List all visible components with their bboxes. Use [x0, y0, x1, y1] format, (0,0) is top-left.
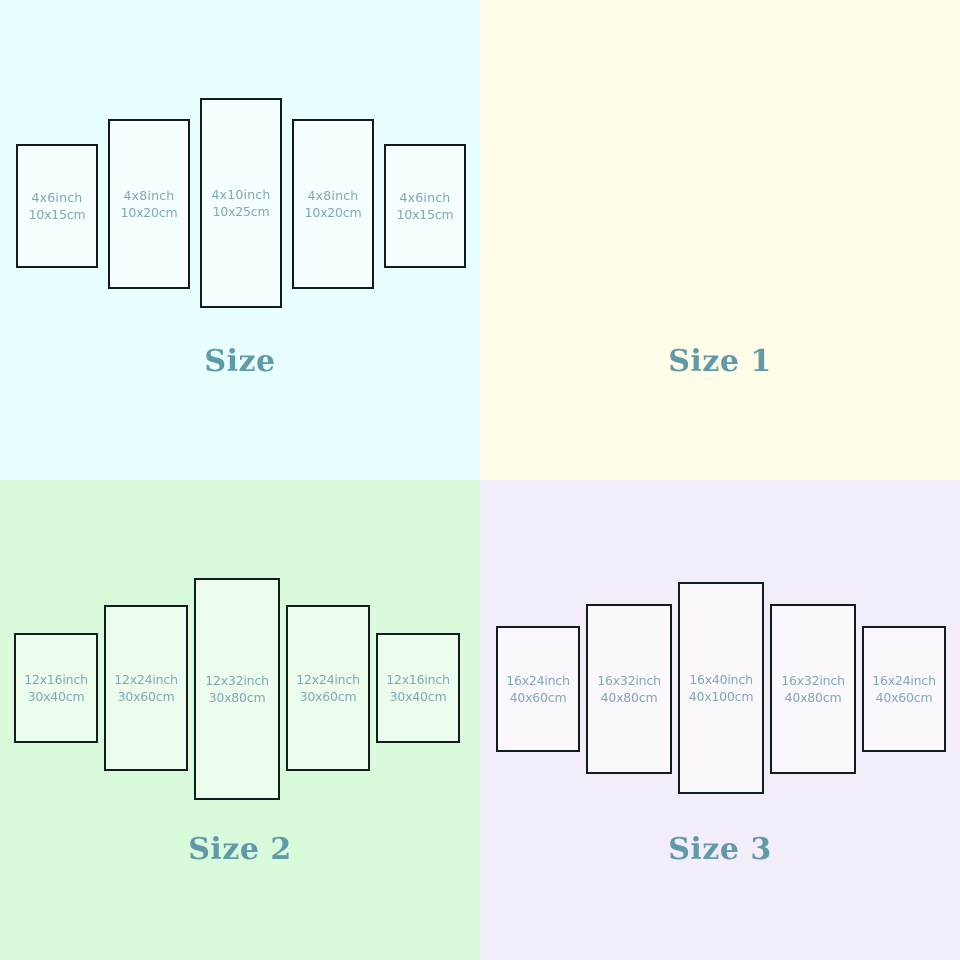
canvas-panel: 12x24inch 30x60cm: [286, 605, 370, 771]
panel-size-centimeters: 10x15cm: [28, 207, 86, 222]
panel-size-inches: 12x16inch: [24, 671, 88, 687]
canvas-panel: 16x40inch 40x100cm: [678, 582, 764, 794]
quadrant-title-size-2: Size 2: [188, 832, 292, 867]
panel-size-label: 12x24inch 30x60cm: [114, 671, 178, 706]
panel-size-inches: 16x32inch: [781, 672, 845, 688]
panel-size-label: 12x16inch 30x40cm: [386, 671, 450, 706]
canvas-panel: 16x24inch 40x60cm: [862, 626, 946, 752]
panel-size-centimeters: 10x15cm: [396, 207, 454, 222]
panel-size-inches: 12x16inch: [386, 671, 450, 687]
canvas-panel: 12x16inch 30x40cm: [14, 633, 98, 743]
quadrant-size: 4x6inch 10x15cm 4x8inch 10x20cm 4x10inch 10x2…: [0, 0, 480, 480]
canvas-panel: 12x32inch 30x80cm: [194, 578, 280, 800]
panel-size-label: 16x24inch 40x60cm: [872, 672, 936, 707]
panel-size-label: 4x6inch 10x15cm: [397, 189, 454, 224]
panel-size-centimeters: 30x60cm: [299, 689, 357, 704]
canvas-panel: 4x10inch 10x25cm: [200, 98, 282, 308]
panel-size-label: 16x32inch 40x80cm: [597, 672, 661, 707]
panel-size-label: 16x24inch 40x60cm: [506, 672, 570, 707]
panel-size-label: 12x16inch 30x40cm: [24, 671, 88, 706]
panel-size-label: 4x6inch 10x15cm: [29, 189, 86, 224]
quadrant-size-1: 8x14inch20x35cm8x18inch20x45cm8x22inch20…: [480, 0, 960, 480]
panel-size-centimeters: 10x20cm: [304, 205, 362, 220]
panel-size-centimeters: 30x80cm: [208, 690, 266, 705]
canvas-panel: 4x8inch 10x20cm: [292, 119, 374, 289]
panel-size-inches: 4x8inch: [307, 187, 359, 203]
panel-size-centimeters: 40x60cm: [509, 690, 567, 705]
quadrant-title-size-1: Size 1: [668, 344, 772, 379]
panel-size-label: 4x10inch 10x25cm: [211, 186, 270, 221]
panel-size-inches: 16x40inch: [689, 671, 753, 687]
panel-size-centimeters: 30x40cm: [27, 689, 85, 704]
panel-size-centimeters: 30x40cm: [389, 689, 447, 704]
canvas-panel: 16x24inch 40x60cm: [496, 626, 580, 752]
panel-group-size-3: 16x24inch 40x60cm 16x32inch 40x80cm 16x40inc…: [480, 480, 960, 900]
panel-size-centimeters: 40x100cm: [688, 689, 754, 704]
panel-size-centimeters: 10x25cm: [212, 204, 270, 219]
canvas-panel: 4x6inch 10x15cm: [384, 144, 466, 268]
quadrant-size-2: 12x16inch 30x40cm 12x24inch 30x60cm 12x32inc…: [0, 480, 480, 960]
panel-size-inches: 16x24inch: [506, 672, 570, 688]
panel-size-centimeters: 10x20cm: [120, 205, 178, 220]
panel-size-centimeters: 30x60cm: [117, 689, 175, 704]
panel-size-centimeters: 40x80cm: [600, 690, 658, 705]
quadrant-size-3: 16x24inch 40x60cm 16x32inch 40x80cm 16x40inc…: [480, 480, 960, 960]
panel-size-label: 12x32inch 30x80cm: [205, 672, 269, 707]
canvas-panel: 16x32inch 40x80cm: [770, 604, 856, 774]
panel-size-inches: 16x32inch: [597, 672, 661, 688]
panel-size-inches: 4x6inch: [399, 189, 451, 205]
panel-size-label: 16x40inch 40x100cm: [689, 671, 754, 706]
canvas-panel: 16x32inch 40x80cm: [586, 604, 672, 774]
panel-size-label: 16x32inch 40x80cm: [781, 672, 845, 707]
canvas-panel: 4x8inch 10x20cm: [108, 119, 190, 289]
panel-size-inches: 4x10inch: [211, 186, 271, 202]
panel-group-size-2: 12x16inch 30x40cm 12x24inch 30x60cm 12x32inc…: [0, 480, 480, 900]
panel-size-inches: 12x24inch: [296, 671, 360, 687]
panel-size-label: 12x24inch 30x60cm: [296, 671, 360, 706]
panel-group-size: 4x6inch 10x15cm 4x8inch 10x20cm 4x10inch 10x2…: [0, 0, 480, 420]
canvas-panel: 4x6inch 10x15cm: [16, 144, 98, 268]
panel-size-centimeters: 40x60cm: [875, 690, 933, 705]
panel-size-centimeters: 40x80cm: [784, 690, 842, 705]
canvas-panel: 12x24inch 30x60cm: [104, 605, 188, 771]
quadrant-title-size-3: Size 3: [668, 832, 772, 867]
panel-size-inches: 4x8inch: [123, 187, 175, 203]
canvas-panel: 12x16inch 30x40cm: [376, 633, 460, 743]
panel-size-inches: 4x6inch: [31, 189, 83, 205]
panel-size-inches: 12x24inch: [114, 671, 178, 687]
panel-size-label: 4x8inch 10x20cm: [121, 187, 178, 222]
panel-size-inches: 12x32inch: [205, 672, 269, 688]
quadrant-title-size: Size: [204, 344, 276, 379]
panel-size-label: 4x8inch 10x20cm: [305, 187, 362, 222]
panel-size-inches: 16x24inch: [872, 672, 936, 688]
